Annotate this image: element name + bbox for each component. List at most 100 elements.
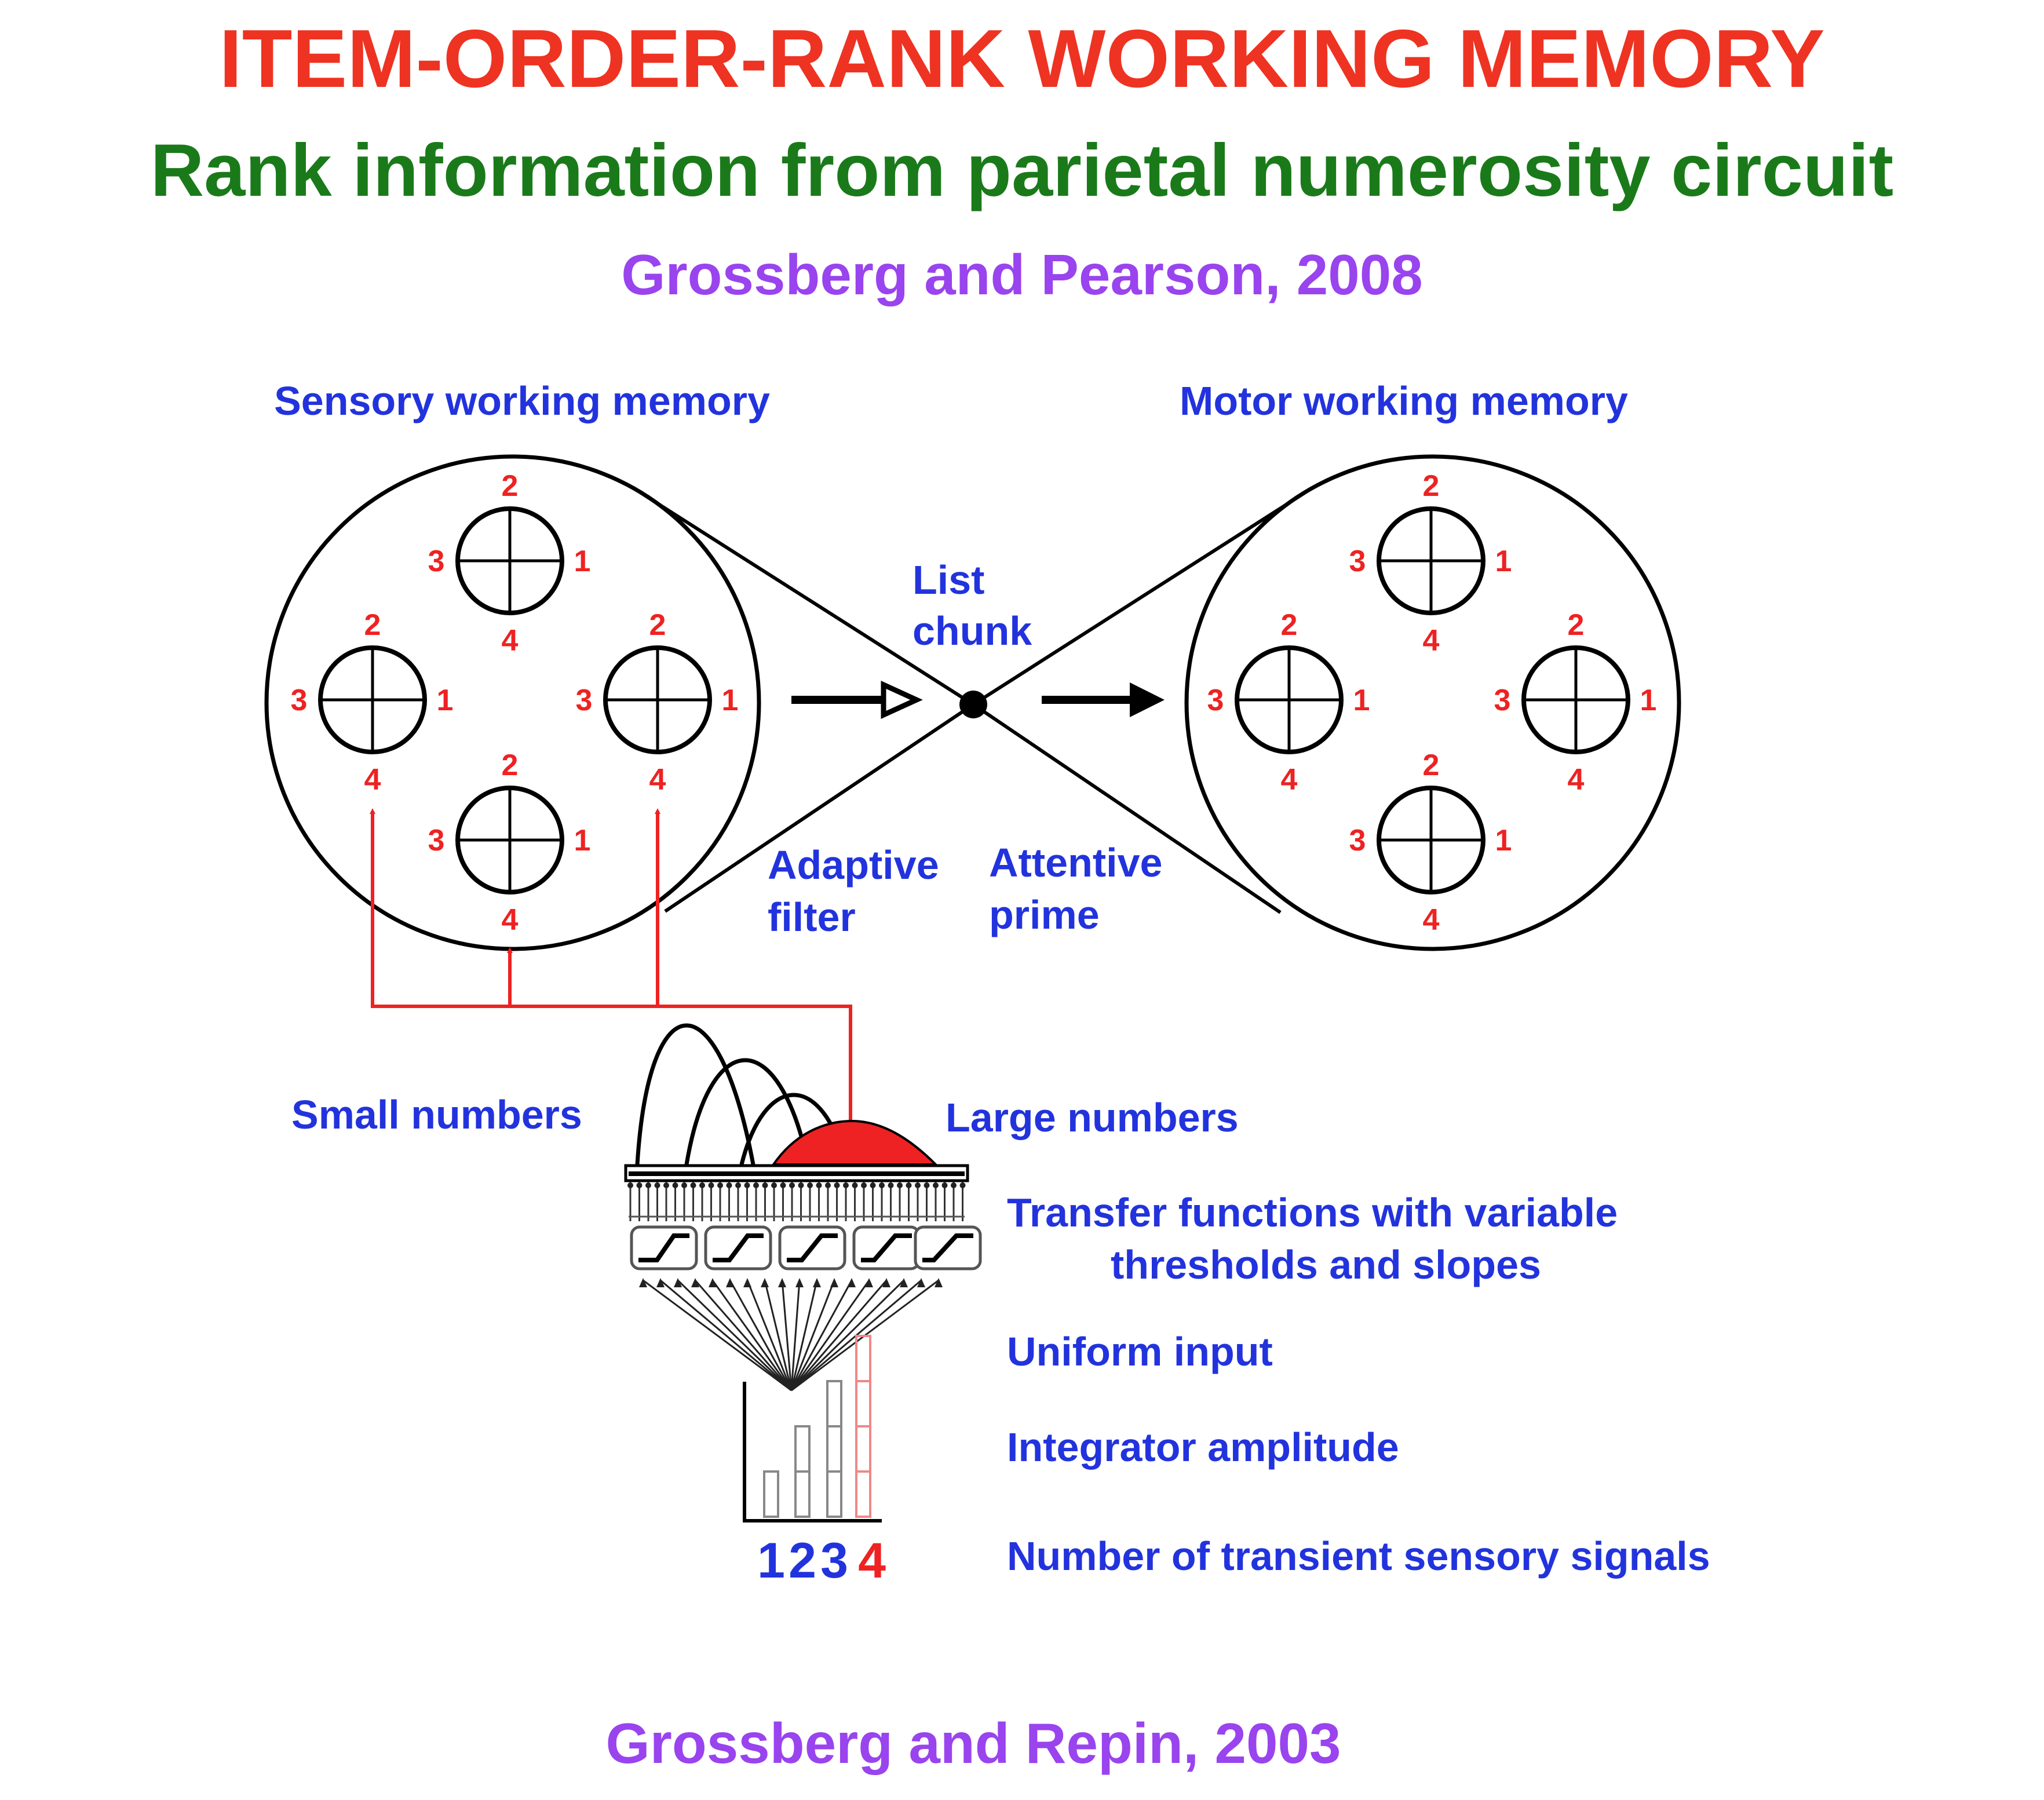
network-synapse [699, 1182, 705, 1188]
network-synapse [915, 1182, 921, 1188]
integrator-amplitude-label: Integrator amplitude [1007, 1425, 1399, 1470]
transfer-function-curve [713, 1233, 764, 1262]
chunk-connection-lines [639, 491, 1306, 914]
fan-arrowhead [761, 1278, 769, 1287]
network-synapse [780, 1182, 786, 1188]
integrator-bar-segment [855, 1425, 871, 1473]
rank-label-bottom: 4 [364, 763, 381, 797]
integrator-bar-segment [826, 1380, 842, 1427]
fan-arrowhead [830, 1278, 838, 1287]
network-synapse [897, 1182, 903, 1188]
transfer-function-curve [922, 1233, 973, 1262]
uniform-input-fan-line [643, 1279, 792, 1392]
network-synapse [959, 1182, 966, 1188]
transfer-functions-label-line1: Transfer functions with variable [1007, 1190, 1618, 1235]
uniform-input-fan-line [746, 1280, 793, 1391]
list-chunk-label-line2: chunk [913, 608, 1032, 653]
network-synapse [681, 1182, 687, 1188]
citation-top: Grossberg and Pearson, 2008 [621, 243, 1422, 306]
network-synapse [717, 1182, 723, 1188]
uniform-input-fan-line [660, 1279, 792, 1392]
network-synapse [798, 1182, 804, 1188]
fan-arrowhead [882, 1278, 890, 1287]
integrator-bar-segment [855, 1380, 871, 1427]
fan-arrowhead [674, 1278, 682, 1287]
count-label-2: 2 [789, 1533, 816, 1589]
network-synapse [726, 1182, 732, 1188]
rank-label-bottom: 4 [1568, 763, 1585, 797]
network-synapse [843, 1182, 849, 1188]
network-synapse [852, 1182, 858, 1188]
network-synapse [735, 1182, 741, 1188]
network-synapse [663, 1182, 669, 1188]
rank-label-bottom: 4 [502, 903, 519, 937]
count-label-4: 4 [858, 1533, 886, 1589]
transfer-function-curve [861, 1233, 912, 1262]
count-label-1: 1 [757, 1533, 785, 1589]
integrator-bar-segment [855, 1470, 871, 1518]
transfer-function-box [914, 1225, 982, 1270]
network-synapse [807, 1182, 813, 1188]
transfer-function-box [852, 1225, 921, 1270]
sensory-wm-label: Sensory working memory [274, 378, 770, 423]
rank-label-right: 1 [1640, 684, 1657, 717]
rank-label-top: 2 [502, 469, 519, 503]
uniform-input-fan-line [790, 1280, 853, 1391]
adaptive-filter-label-line2: filter [768, 894, 856, 940]
network-synapse [753, 1182, 759, 1188]
network-synapse [762, 1182, 768, 1188]
rank-label-right: 1 [1495, 824, 1512, 857]
integrator-bar-plot [743, 1335, 882, 1522]
network-synapse [941, 1182, 948, 1188]
network-synapse [654, 1182, 660, 1188]
rank-label-left: 3 [1349, 545, 1366, 578]
network-synapse [933, 1182, 939, 1188]
fan-arrowhead [795, 1278, 804, 1287]
fan-arrowhead [900, 1278, 908, 1287]
network-synapse [636, 1182, 643, 1188]
network-synapse [861, 1182, 867, 1188]
rank-label-left: 3 [1349, 824, 1366, 857]
fan-arrowhead [656, 1278, 665, 1287]
uniform-input-fan-line [790, 1280, 801, 1391]
uniform-input-fan-line [790, 1279, 905, 1392]
page-title: ITEM-ORDER-RANK WORKING MEMORY [219, 13, 1824, 105]
transfer-function-box [704, 1225, 772, 1270]
network-synapse [744, 1182, 750, 1188]
rank-label-top: 2 [364, 608, 381, 642]
uniform-input-fan-line [764, 1280, 793, 1391]
integrator-axes [743, 1382, 882, 1522]
network-synapse [789, 1182, 795, 1188]
uniform-input-fan-line [790, 1280, 818, 1391]
uniform-input-fan-line [790, 1280, 870, 1391]
integrator-bar-segment [763, 1470, 779, 1518]
network-synapse [834, 1182, 840, 1188]
integrator-bar-segment [794, 1470, 811, 1518]
rank-label-right: 1 [722, 684, 739, 717]
network-synapse [924, 1182, 930, 1188]
uniform-input-fan-line [711, 1280, 793, 1391]
integrator-bar-segment [826, 1470, 842, 1518]
network-synapse [672, 1182, 678, 1188]
uniform-input-fan-line [790, 1280, 888, 1391]
fan-arrowhead [813, 1278, 821, 1287]
list-chunk-node [959, 691, 987, 718]
uniform-input-fan-line [677, 1279, 793, 1392]
transfer-function-curve [638, 1233, 689, 1262]
rank-label-right: 1 [574, 824, 591, 857]
network-synapse [870, 1182, 876, 1188]
fan-arrowhead [639, 1278, 647, 1287]
list-chunk-label-line1: List [913, 557, 984, 603]
network-synapse [888, 1182, 894, 1188]
numerosity-network [624, 1164, 982, 1392]
integrator-bar-segment [794, 1425, 811, 1473]
transient-signals-label: Number of transient sensory signals [1007, 1534, 1710, 1579]
